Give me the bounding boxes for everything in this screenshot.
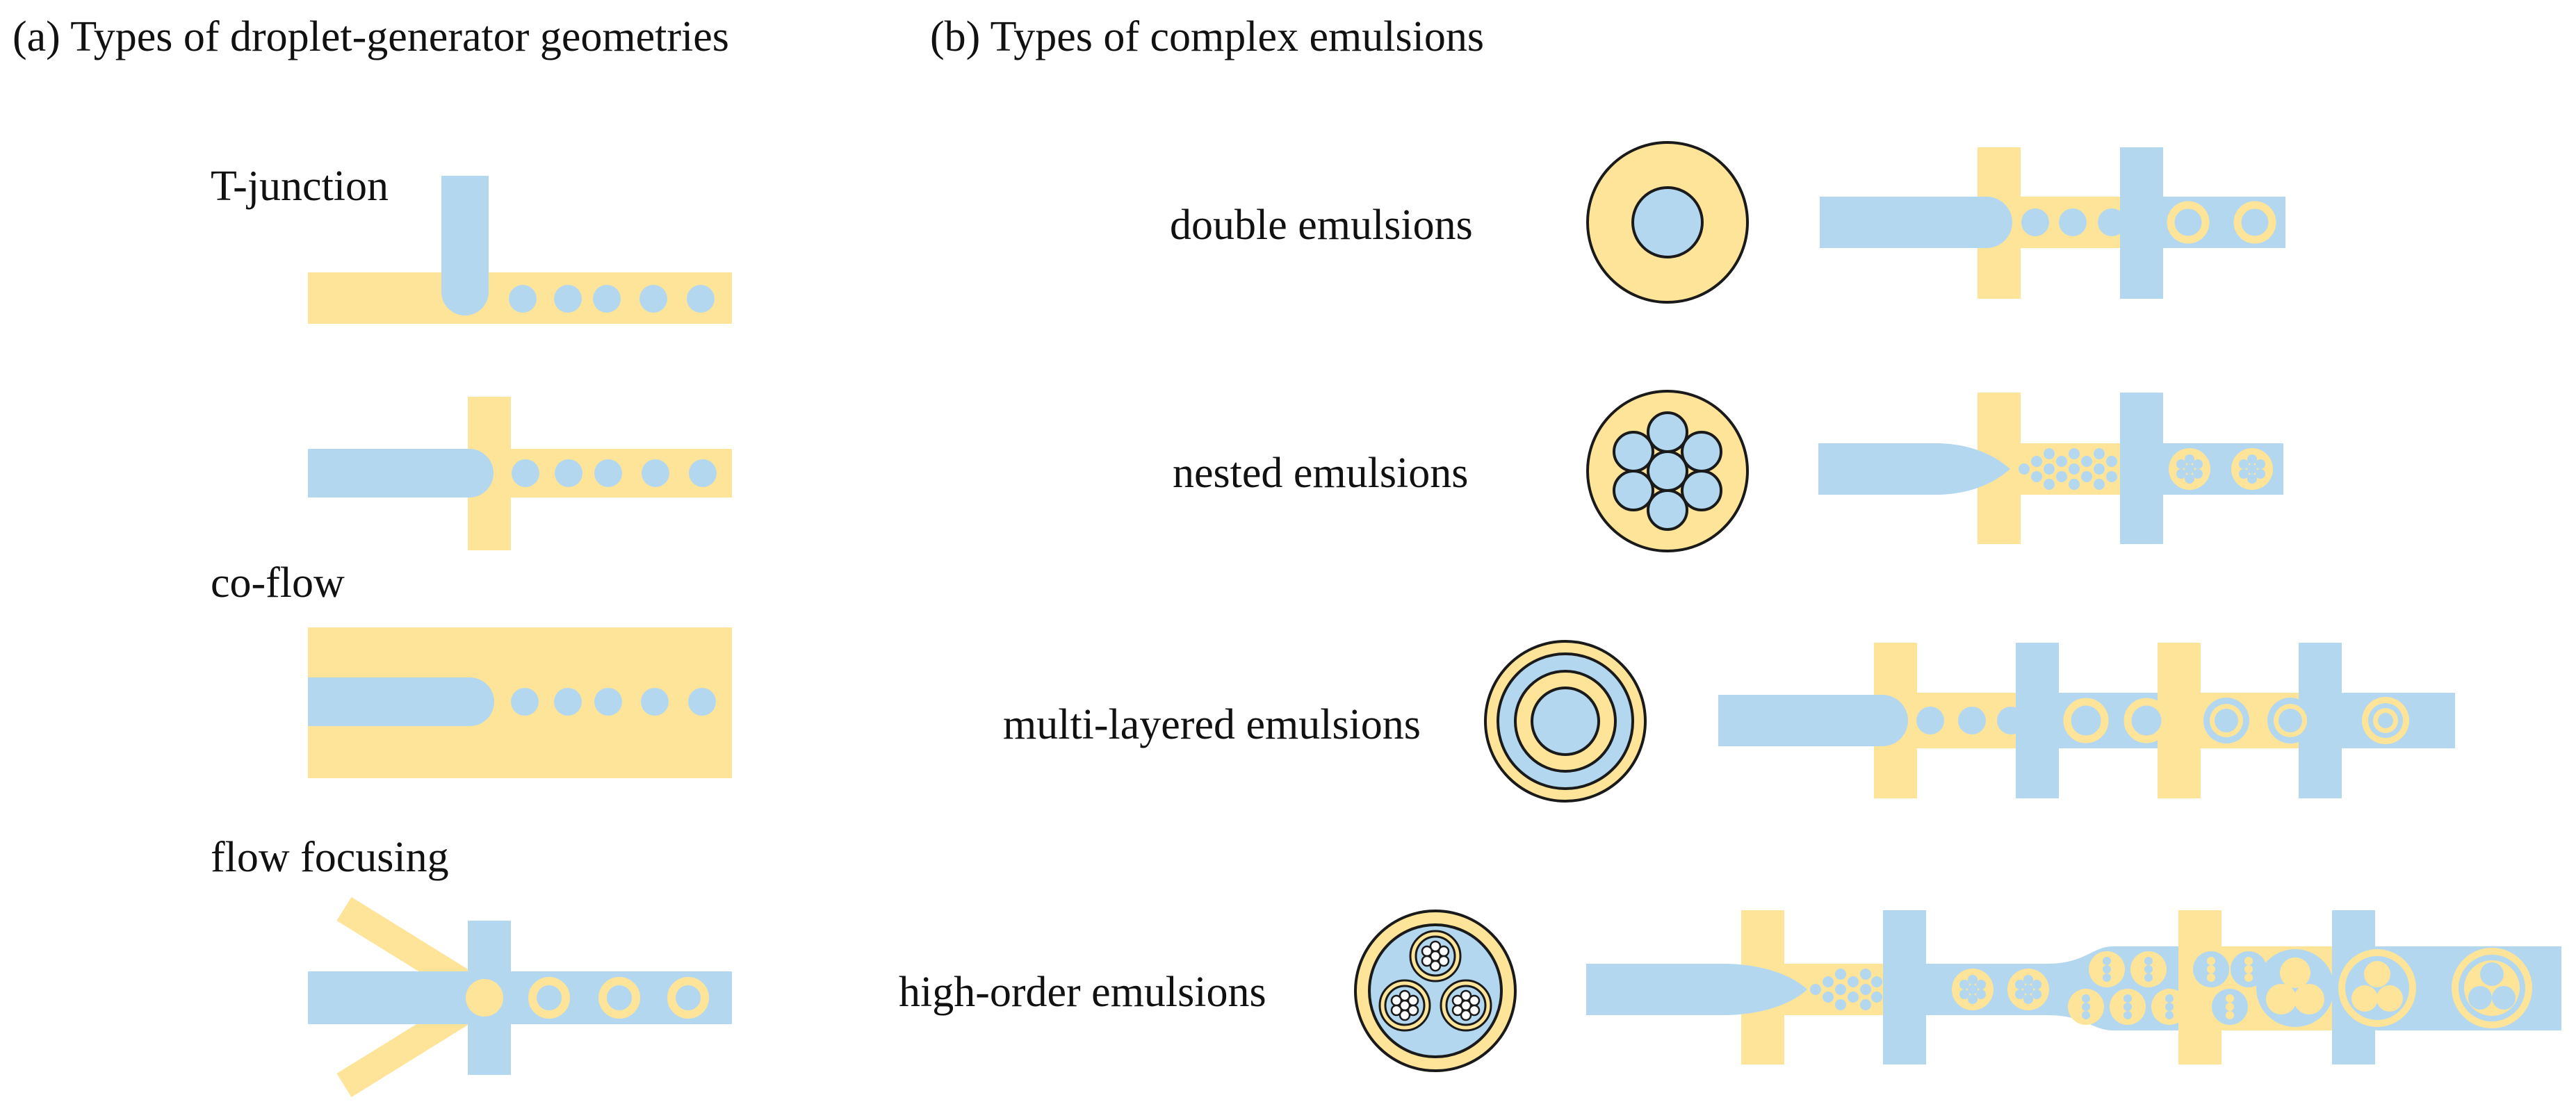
- panel-b-title: (b) Types of complex emulsions: [930, 13, 1484, 60]
- high-order-emulsion-icon: [1354, 910, 1517, 1072]
- double-emulsion-device: [1820, 147, 2285, 299]
- flow-focusing-droplets: [528, 977, 709, 1019]
- high-order-stage2-droplets: [1952, 969, 2049, 1010]
- panel-a-title: (a) Types of droplet-generator geometrie…: [13, 13, 729, 60]
- nested-emulsion-device: [1818, 393, 2283, 544]
- label-nested-emulsions: nested emulsions: [1173, 450, 1469, 497]
- double-emulsion-icon: [1586, 141, 1749, 304]
- high-order-small-droplet-cluster: [1810, 969, 1882, 1010]
- label-flow-focusing: flow focusing: [211, 834, 449, 881]
- high-order-stage3-droplets: [2068, 951, 2267, 1025]
- cross-junction-geometry: [308, 397, 732, 550]
- nested-emulsion-icon: [1586, 390, 1749, 552]
- multi-layered-droplets-outlet: [2203, 697, 2409, 744]
- t-junction-side-droplets: [509, 285, 715, 313]
- label-t-junction: T-junction: [211, 163, 389, 210]
- high-order-final-droplets: [2256, 948, 2532, 1028]
- flow-focusing-geometry: [308, 896, 732, 1098]
- multi-layered-emulsion-device: [1718, 643, 2455, 798]
- nested-small-droplet-cluster: [2019, 448, 2117, 490]
- high-order-emulsion-device: [1586, 910, 2561, 1064]
- multi-layered-emulsion-icon: [1484, 640, 1647, 803]
- label-double-emulsions: double emulsions: [1170, 202, 1473, 249]
- label-co-flow: co-flow: [211, 559, 345, 607]
- nested-droplets-outlet: [2169, 448, 2273, 490]
- cross-junction-droplets: [512, 459, 717, 487]
- co-flow-geometry: [308, 627, 732, 778]
- co-flow-droplets: [511, 688, 716, 716]
- t-junction-side-geometry: [308, 176, 732, 324]
- label-multi-layered-emulsions: multi-layered emulsions: [1003, 701, 1421, 748]
- label-high-order-emulsions: high-order emulsions: [899, 969, 1266, 1016]
